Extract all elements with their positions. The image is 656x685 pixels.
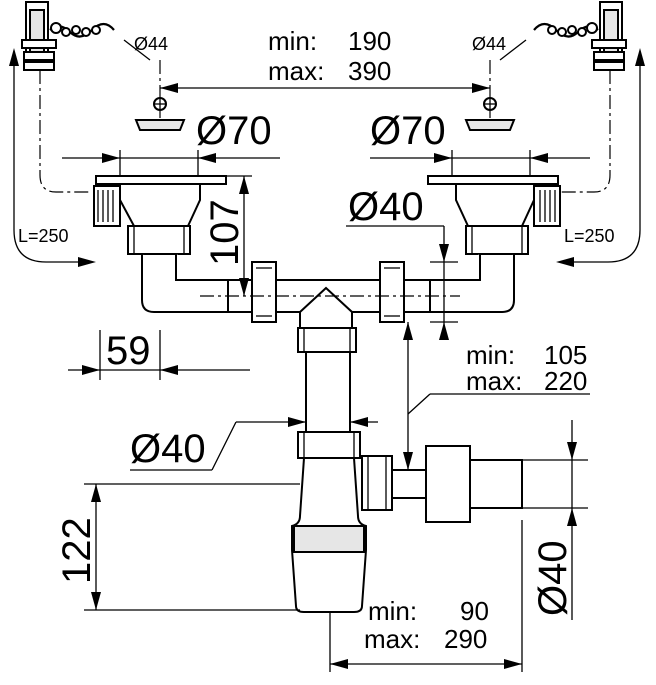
left-overflow-assembly	[21, 1, 115, 193]
left-sink-strainer	[93, 175, 228, 313]
overflow-dia-right-label: Ø44	[472, 34, 506, 54]
hose-length-right-label: L=250	[564, 226, 615, 246]
span-max-value: 390	[348, 56, 391, 86]
trap-height-122-dimension	[84, 483, 300, 611]
outlet-dia-right-label: Ø70	[370, 109, 446, 153]
right-sink-strainer	[427, 175, 561, 313]
trap-outlet-dia-dimension	[522, 420, 588, 620]
bottle-trap	[291, 431, 523, 613]
span-min-value: 190	[348, 26, 391, 56]
trap-outlet-dia-label: Ø40	[531, 540, 575, 616]
drop-max-label: max:	[466, 366, 522, 396]
trap-reach-min-label: min:	[368, 596, 417, 626]
drop-max-value: 220	[544, 366, 587, 396]
trap-reach-min-value: 90	[460, 596, 489, 626]
waste-dia-dimension	[130, 417, 378, 471]
outlet-dia-left-label: Ø70	[196, 109, 272, 153]
trap-reach-max-label: max:	[364, 624, 420, 654]
branch-dia-dimension	[346, 225, 458, 340]
overflow-plugs	[123, 39, 527, 131]
drop-min-label: min:	[466, 340, 515, 370]
height-107-label: 107	[203, 199, 247, 266]
span-max-label: max:	[268, 56, 324, 86]
top-span-dimension	[160, 83, 490, 93]
outlet-dia-dimensions	[62, 150, 590, 175]
right-overflow-assembly	[533, 1, 627, 193]
hose-length-arrows	[9, 48, 645, 267]
height-107-dimension	[208, 175, 252, 296]
span-min-label: min:	[268, 26, 317, 56]
branch-dia-label: Ø40	[348, 185, 424, 229]
trap-reach-max-value: 290	[444, 624, 487, 654]
drop-min-value: 105	[544, 340, 587, 370]
trap-reach-dimension	[329, 520, 523, 672]
hose-length-left-label: L=250	[18, 226, 69, 246]
offset-59-label: 59	[106, 329, 151, 373]
overflow-dia-left-label: Ø44	[134, 34, 168, 54]
waste-dia-label: Ø40	[130, 427, 206, 471]
trap-height-122-label: 122	[55, 517, 99, 584]
branch-tee	[200, 261, 460, 433]
offset-59-dimension	[68, 330, 250, 380]
drop-dimension	[403, 322, 590, 470]
